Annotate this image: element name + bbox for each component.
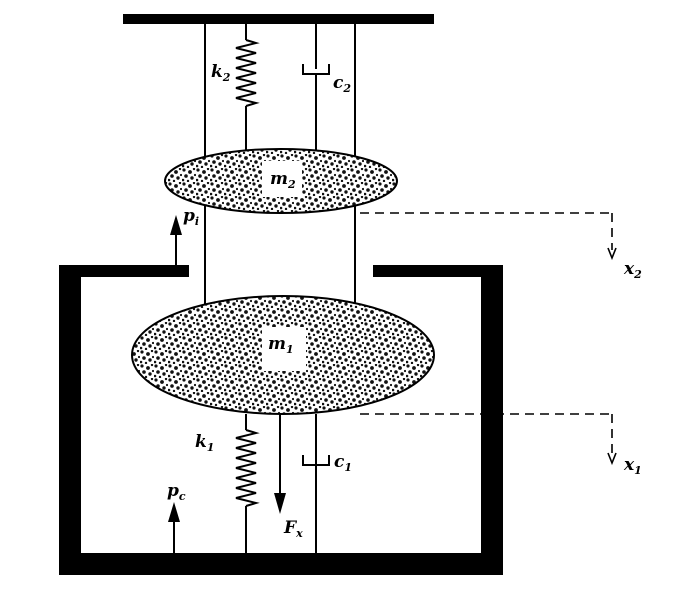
housing — [59, 265, 503, 575]
top-support-bar — [123, 14, 434, 24]
spring-k2 — [235, 24, 260, 152]
pressure-pc-arrow — [168, 502, 180, 553]
label-m2: m2 — [270, 169, 296, 191]
label-x1: x1 — [623, 455, 642, 477]
label-x2: x2 — [623, 259, 642, 281]
damper-c2 — [302, 24, 330, 155]
label-m1: m1 — [268, 334, 294, 356]
label-fx: Fx — [283, 518, 303, 540]
label-c1: c1 — [334, 452, 352, 474]
label-k2: k2 — [211, 62, 231, 84]
label-c2: c2 — [333, 73, 351, 95]
label-k1: k1 — [195, 432, 214, 454]
force-fx-arrow — [274, 414, 286, 514]
displacement-x2-reference — [360, 212, 617, 261]
damper-c1 — [302, 414, 330, 553]
displacement-x1-reference — [360, 413, 617, 466]
label-pi: pi — [183, 206, 199, 228]
connecting-rods — [204, 213, 356, 300]
label-pc: pc — [167, 481, 186, 503]
pressure-pi-arrow — [170, 215, 182, 265]
spring-k1 — [235, 414, 260, 553]
